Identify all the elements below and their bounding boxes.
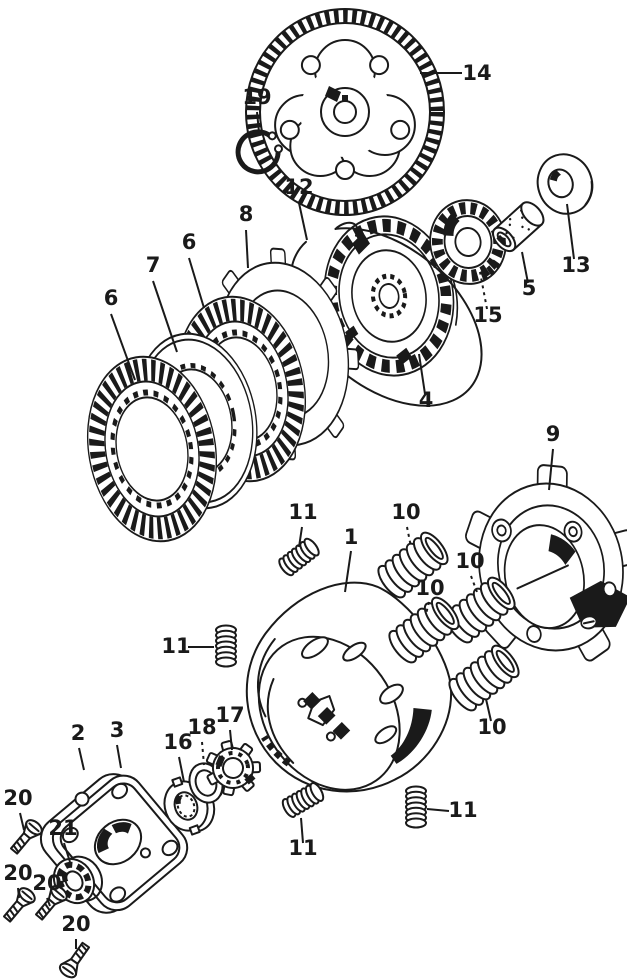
callout-11-bottom-right: 11 [448,798,477,822]
part-20-countersunk-screw [6,816,46,858]
leader-line [406,526,412,548]
callout-13: 13 [561,253,590,277]
leader-line [426,808,450,812]
callout-6-lower: 6 [104,286,119,310]
leader-line [298,526,303,548]
callout-3: 3 [110,718,125,742]
leader-line [78,747,85,771]
leader-line [178,756,185,783]
callout-8: 8 [239,202,254,226]
callout-10-4: 10 [477,715,506,739]
callout-12: 12 [284,175,313,199]
leader-line [63,842,71,863]
callout-16: 16 [163,730,192,754]
callout-20-2: 20 [3,861,32,885]
callout-1: 1 [344,525,359,549]
leader-line [256,111,260,133]
part-13-thrust-washer [536,153,594,215]
callout-9: 9 [546,422,561,446]
callout-7: 7 [146,253,161,277]
part-11-damper-spring [279,780,327,820]
leader-line [470,575,478,593]
callout-14: 14 [462,61,491,85]
leader-line [566,203,575,260]
leader-line [110,313,136,381]
leader-line [298,202,308,241]
callout-2: 2 [71,721,86,745]
callout-19: 19 [242,85,271,109]
part-6-friction-disc [86,355,218,543]
callout-10-1: 10 [391,500,420,524]
callout-18: 18 [187,715,216,739]
callout-11-bottom-left: 11 [288,836,317,860]
part-5-spacer-bushing [492,201,545,253]
callout-21: 21 [48,816,77,840]
part-10-clutch-spring [443,640,525,716]
callout-20-4: 20 [61,912,90,936]
leader-lines [17,72,575,949]
leader-line [344,550,352,593]
callout-4: 4 [419,388,434,412]
part-14-primary-driven-gear [245,8,445,216]
part-19-snap-ring [235,129,284,175]
callout-20-3: 20 [32,871,61,895]
callout-15: 15 [473,303,502,327]
leader-line [300,817,304,844]
callout-20-1: 20 [3,786,32,810]
leader-line [116,744,122,769]
part-11-damper-spring [405,785,427,829]
callout-10-2: 10 [455,549,484,573]
callout-11-top: 11 [288,500,317,524]
leader-line [19,812,25,831]
callout-11-left: 11 [161,634,190,658]
part-21-ball-bearing [52,855,104,905]
leader-line [425,601,430,615]
leader-line [521,251,529,284]
leader-line [485,698,492,722]
callout-10-3: 10 [415,576,444,600]
callout-17: 17 [215,703,244,727]
callout-5: 5 [522,276,537,300]
leader-line [152,280,178,353]
leader-line [17,887,20,899]
leader-line [548,448,554,491]
leader-line [201,741,205,766]
leader-line [188,257,205,309]
leader-line [229,729,233,751]
callout-6-upper: 6 [182,230,197,254]
leader-line [245,229,249,269]
leader-line [418,353,426,395]
part-17-tab-lock-washer [205,740,262,797]
leader-line [46,897,51,907]
callout-labels: 19 14 12 8 6 7 6 13 5 15 4 9 1 11 10 10 … [3,61,590,936]
part-11-damper-spring [215,624,237,668]
